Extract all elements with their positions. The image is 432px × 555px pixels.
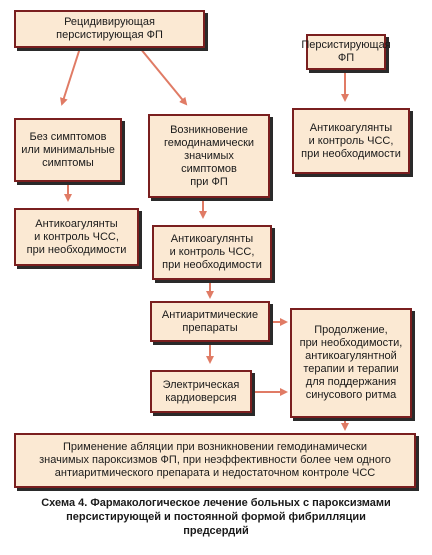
box-electrical-cardioversion: Электрическая кардиоверсия (150, 370, 252, 413)
figure-caption: Схема 4. Фармакологическое лечение больн… (41, 497, 391, 537)
arrow-recurrent-to-hemo (139, 47, 188, 106)
box-ablation: Применение абляции при возникновении гем… (14, 433, 416, 488)
box-anticoagulants-left: Антикоагулянты и контроль ЧСС, при необх… (14, 208, 139, 266)
arrow-recurrent-to-no-symptoms (60, 47, 81, 106)
box-hemodynamic-symptoms: Возникновение гемодинамически значимых с… (148, 114, 270, 198)
box-recurrent-persistent-af: Рецидивирующая персистирующая ФП (14, 10, 205, 48)
box-anticoagulants-middle: Антикоагулянты и контроль ЧСС, при необх… (152, 225, 272, 280)
box-no-symptoms: Без симптомов или минимальные симптомы (14, 118, 122, 182)
box-persistent-af: Персистирующая ФП (301, 34, 391, 70)
box-continuation-therapy: Продолжение, при необходимости, антикоаг… (290, 308, 412, 418)
box-anticoagulants-persistent: Антикоагулянты и контроль ЧСС, при необх… (292, 108, 410, 174)
box-antiarrhythmic-drugs: Антиаритмические препараты (150, 301, 270, 342)
